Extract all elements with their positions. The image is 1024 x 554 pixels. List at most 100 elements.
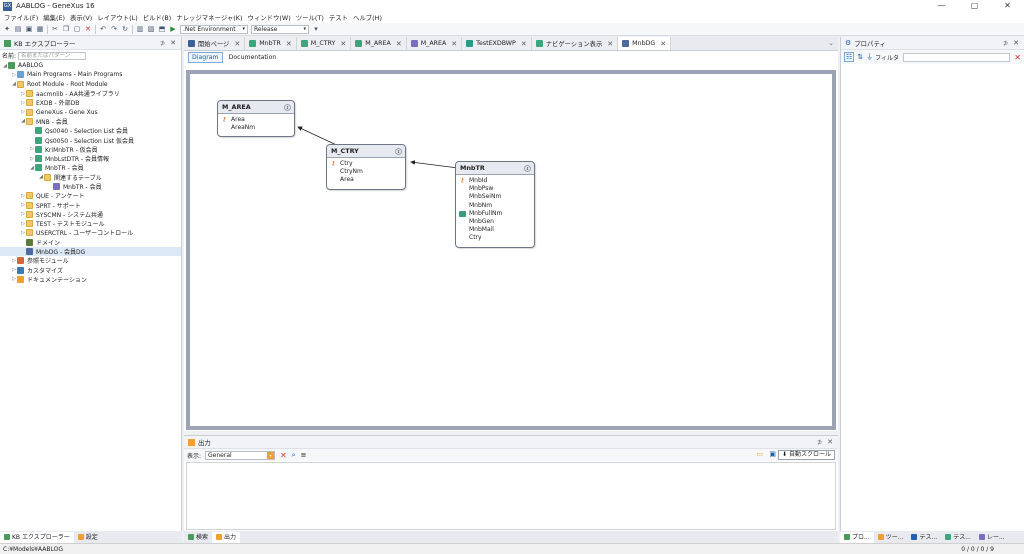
bottom-tab[interactable]: テス... <box>941 532 975 543</box>
close-tab-icon[interactable]: ✕ <box>234 39 241 48</box>
menu-window[interactable]: ウィンドウ(W) <box>247 14 291 22</box>
collapse-arrow-icon[interactable]: ▷ <box>12 71 16 78</box>
refresh-icon[interactable]: ↻ <box>122 25 128 33</box>
close-tab-icon[interactable]: ✕ <box>395 39 402 48</box>
document-tab[interactable]: M_AREA✕ <box>406 37 463 50</box>
new-object-icon[interactable]: ✦ <box>4 25 10 33</box>
output-source-select[interactable]: General ▾ <box>205 450 276 460</box>
collapse-arrow-icon[interactable]: ▷ <box>21 211 25 218</box>
collapse-arrow-icon[interactable]: ▷ <box>21 109 25 116</box>
expand-arrow-icon[interactable]: ◢ <box>12 81 16 88</box>
bottom-tab[interactable]: レー... <box>975 532 1009 543</box>
tree-item[interactable]: ◢Root Module - Root Module <box>0 80 181 89</box>
toolbar-overflow-icon[interactable]: ▾ <box>314 25 318 33</box>
filter-icon[interactable]: ⏚ <box>866 53 874 61</box>
tree-item[interactable]: ◢AABLOG <box>0 61 181 70</box>
close-button[interactable]: ✕ <box>1004 1 1011 10</box>
properties-filter-input[interactable] <box>903 52 1011 62</box>
collapse-arrow-icon[interactable]: ▷ <box>12 267 16 274</box>
tree-item[interactable]: ▷SPRT - サポート <box>0 200 181 210</box>
sort-alpha-icon[interactable]: ⇅ <box>857 53 864 61</box>
close-tab-icon[interactable]: ✕ <box>340 39 347 48</box>
open-icon[interactable]: ▤ <box>14 25 22 33</box>
document-tab[interactable]: M_AREA✕ <box>351 37 407 50</box>
cut-icon[interactable]: ✂ <box>52 25 58 33</box>
configuration-select[interactable]: Release ▾ <box>251 24 309 34</box>
deploy-icon[interactable]: ⬒ <box>158 25 166 33</box>
document-tab[interactable]: ナビゲーション表示✕ <box>531 37 619 50</box>
tree-item[interactable]: ▷EXDB - 外部DB <box>0 98 181 107</box>
menu-edit[interactable]: 編集(E) <box>43 14 66 22</box>
collapse-icon[interactable]: ⇕ <box>524 165 531 172</box>
bottom-tab[interactable]: 出力 <box>212 531 241 543</box>
close-icon[interactable]: ✕ <box>827 438 833 446</box>
collapse-arrow-icon[interactable]: ▷ <box>12 276 16 283</box>
close-icon[interactable]: ✕ <box>1013 39 1019 47</box>
collapse-arrow-icon[interactable]: ▷ <box>21 229 25 236</box>
document-tab[interactable]: MnbDG✕ <box>618 37 672 50</box>
tree-item[interactable]: ▷参照モジュール <box>0 256 181 265</box>
tab-overflow-icon[interactable]: ⌄ <box>828 39 834 47</box>
tree-item[interactable]: ◢関連するテーブル <box>0 173 181 182</box>
tree-item[interactable]: ▷USERCTRL - ユーザーコントロール <box>0 228 181 237</box>
maximize-button[interactable]: ▢ <box>970 1 979 10</box>
save-log-icon[interactable]: ▣ <box>769 450 776 458</box>
collapse-arrow-icon[interactable]: ▷ <box>21 90 25 97</box>
tree-item[interactable]: ▷KriMnbTR - 仮会員 <box>0 145 181 154</box>
undo-icon[interactable]: ↶ <box>100 25 106 33</box>
tree-item[interactable]: ▷ドキュメンテーション <box>0 275 181 284</box>
paste-icon[interactable]: ▢ <box>73 25 81 33</box>
expand-arrow-icon[interactable]: ◢ <box>30 164 34 171</box>
close-tab-icon[interactable]: ✕ <box>451 39 458 48</box>
menu-tools[interactable]: ツール(T) <box>295 14 324 22</box>
tree-item[interactable]: ◢MnbTR - 会員 <box>0 163 181 172</box>
tree-item[interactable]: ▷QUE - アンケート <box>0 191 181 200</box>
expand-arrow-icon[interactable]: ◢ <box>21 118 25 125</box>
autoscroll-button[interactable]: ⬇ 自動スクロール <box>778 450 835 460</box>
bottom-tab[interactable]: テス... <box>907 532 941 543</box>
collapse-arrow-icon[interactable]: ▷ <box>21 220 25 227</box>
document-tab[interactable]: TestEXDBWP✕ <box>462 37 532 50</box>
document-tab[interactable]: MnbTR✕ <box>245 37 297 50</box>
close-tab-icon[interactable]: ✕ <box>285 39 292 48</box>
tree-item[interactable]: MnbDG - 会員DG <box>0 246 181 257</box>
build-icon[interactable]: ▥ <box>136 25 144 33</box>
bottom-tab[interactable]: ツー... <box>874 532 908 543</box>
tree-item[interactable]: ▷Main Programs - Main Programs <box>0 70 181 79</box>
tree-item[interactable]: ◢MNB - 会員 <box>0 117 181 126</box>
collapse-arrow-icon[interactable]: ▷ <box>21 192 25 199</box>
minimize-button[interactable]: — <box>937 1 946 10</box>
collapse-arrow-icon[interactable]: ▷ <box>21 99 25 106</box>
kb-filter-input[interactable]: 名前またはパターン <box>18 51 87 60</box>
save-all-icon[interactable]: ▦ <box>36 25 44 33</box>
menu-test[interactable]: テスト <box>328 14 348 22</box>
redo-icon[interactable]: ↷ <box>111 25 117 33</box>
environment-select[interactable]: .Net Environment ▾ <box>180 24 248 34</box>
run-icon[interactable]: ▶ <box>170 25 176 33</box>
collapse-arrow-icon[interactable]: ▷ <box>30 155 34 162</box>
document-tab[interactable]: M_CTRY✕ <box>296 37 352 50</box>
pin-icon[interactable]: ⊅ <box>816 438 822 446</box>
subtab-diagram[interactable]: Diagram <box>188 51 223 63</box>
document-tab[interactable]: 開始ページ✕ <box>184 37 246 50</box>
rebuild-icon[interactable]: ▧ <box>147 25 155 33</box>
tree-item[interactable]: ▷カスタマイズ <box>0 266 181 275</box>
tree-item[interactable]: MnbTR - 会員 <box>0 182 181 191</box>
collapse-arrow-icon[interactable]: ▷ <box>21 202 25 209</box>
menu-layout[interactable]: レイアウト(L) <box>97 14 138 22</box>
categorized-icon[interactable]: ☷ <box>844 52 855 62</box>
menu-knowledge-manager[interactable]: ナレッジマネージャ(K) <box>176 14 243 22</box>
collapse-arrow-icon[interactable]: ▷ <box>12 257 16 264</box>
bottom-tab[interactable]: 検索 <box>184 532 212 543</box>
pin-icon[interactable]: ⊅ <box>1002 39 1008 47</box>
tree-item[interactable]: Qs0040 - Selection List 会員 <box>0 126 181 135</box>
clear-filter-icon[interactable]: ✕ <box>1014 52 1021 62</box>
expand-arrow-icon[interactable]: ◢ <box>3 62 7 69</box>
bottom-tab[interactable]: プロ... <box>840 531 874 543</box>
collapse-icon[interactable]: ⇕ <box>284 104 291 111</box>
menu-build[interactable]: ビルド(B) <box>142 14 172 22</box>
bottom-tab[interactable]: 設定 <box>74 532 102 543</box>
expand-arrow-icon[interactable]: ◢ <box>39 174 43 181</box>
